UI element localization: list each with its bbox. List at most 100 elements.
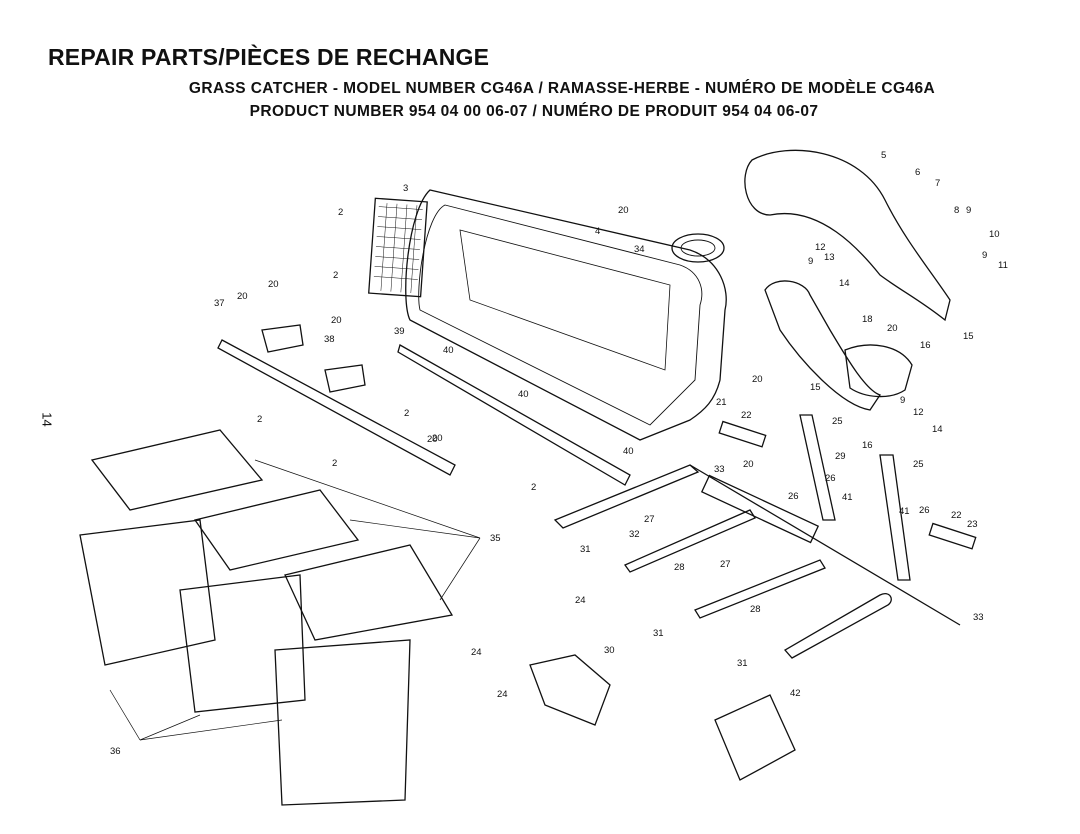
callout: 20 bbox=[432, 433, 443, 444]
handle-22a-part bbox=[718, 420, 767, 448]
callout: 20 bbox=[331, 315, 342, 326]
hitch-bracket-part bbox=[529, 654, 611, 726]
tray-2-part bbox=[193, 489, 360, 571]
bag-2-part bbox=[179, 574, 306, 713]
callout: 36 bbox=[110, 746, 121, 757]
callout: 30 bbox=[604, 645, 615, 656]
callout: 42 bbox=[790, 688, 801, 699]
callout: 31 bbox=[580, 544, 591, 555]
callout: 6 bbox=[915, 167, 920, 178]
callout: 23 bbox=[967, 519, 978, 530]
callout: 13 bbox=[824, 252, 835, 263]
callout: 26 bbox=[788, 491, 799, 502]
frame-tube-lower-part bbox=[694, 559, 826, 619]
callout: 40 bbox=[443, 345, 454, 356]
catcher-cover-part bbox=[405, 189, 727, 441]
callout: 41 bbox=[899, 506, 910, 517]
callout: 31 bbox=[653, 628, 664, 639]
callout: 2 bbox=[338, 207, 343, 218]
callout: 20 bbox=[887, 323, 898, 334]
callout: 5 bbox=[881, 150, 886, 161]
callout: 40 bbox=[518, 389, 529, 400]
callout: 37 bbox=[214, 298, 225, 309]
callout: 2 bbox=[332, 458, 337, 469]
upright-25a-part bbox=[799, 414, 836, 521]
callout: 24 bbox=[471, 647, 482, 658]
callout: 28 bbox=[674, 562, 685, 573]
callout: 39 bbox=[394, 326, 405, 337]
callout: 4 bbox=[595, 226, 600, 237]
rail-37-part bbox=[217, 339, 456, 476]
callout: 24 bbox=[575, 595, 586, 606]
bracket-38b-part bbox=[324, 364, 366, 393]
bracket-38a-part bbox=[261, 324, 304, 353]
page-title: REPAIR PARTS/PIÈCES DE RECHANGE bbox=[48, 44, 490, 70]
callout: 34 bbox=[634, 244, 645, 255]
callout: 11 bbox=[998, 260, 1008, 271]
callout: 2 bbox=[404, 408, 409, 419]
callout: 2 bbox=[257, 414, 262, 425]
tray-1-part bbox=[90, 429, 264, 511]
product-subtitle: PRODUCT NUMBER 954 04 00 06-07 / NUMÉRO … bbox=[249, 103, 819, 120]
rail-39-part bbox=[397, 344, 631, 486]
callout: 38 bbox=[324, 334, 335, 345]
mount-plate-part bbox=[714, 694, 796, 781]
callout: 9 bbox=[900, 395, 905, 406]
model-subtitle: GRASS CATCHER - MODEL NUMBER CG46A / RAM… bbox=[188, 80, 936, 97]
callout: 18 bbox=[862, 314, 873, 325]
callout: 3 bbox=[403, 183, 408, 194]
handle-22b-part bbox=[928, 522, 977, 550]
callout: 20 bbox=[427, 434, 438, 445]
frame-tube-upper-part bbox=[553, 464, 700, 529]
callout: 27 bbox=[720, 559, 731, 570]
chute-adapter-part bbox=[844, 344, 913, 398]
callout: 22 bbox=[951, 510, 962, 521]
callout: 2 bbox=[531, 482, 536, 493]
callout: 12 bbox=[913, 407, 924, 418]
callout: 20 bbox=[752, 374, 763, 385]
bag-3-part bbox=[274, 639, 411, 806]
callout: 15 bbox=[810, 382, 821, 393]
upright-29-part bbox=[879, 454, 911, 581]
callout: 40 bbox=[623, 446, 634, 457]
callout: 28 bbox=[750, 604, 761, 615]
bag-set bbox=[79, 429, 454, 806]
callout: 9 bbox=[982, 250, 987, 261]
callout: 9 bbox=[966, 205, 971, 216]
callout: 35 bbox=[490, 533, 501, 544]
callout: 8 bbox=[954, 205, 959, 216]
discharge-chute-part bbox=[744, 149, 951, 322]
callout: 29 bbox=[835, 451, 846, 462]
callout: 33 bbox=[714, 464, 725, 475]
chute-elbow-part bbox=[764, 280, 882, 411]
callout: 20 bbox=[237, 291, 248, 302]
rod-33-part bbox=[689, 464, 961, 626]
callout: 27 bbox=[644, 514, 655, 525]
callout: 16 bbox=[862, 440, 873, 451]
callout: 14 bbox=[839, 278, 850, 289]
callout: 14 bbox=[932, 424, 943, 435]
callout: 10 bbox=[989, 229, 1000, 240]
tray-3-part bbox=[284, 544, 454, 641]
callout: 21 bbox=[716, 397, 727, 408]
callout: 16 bbox=[920, 340, 931, 351]
callout: 22 bbox=[741, 410, 752, 421]
cross-member-part bbox=[700, 474, 820, 544]
callout: 31 bbox=[737, 658, 748, 669]
callout: 24 bbox=[497, 689, 508, 700]
callout: 9 bbox=[808, 256, 813, 267]
callout: 41 bbox=[842, 492, 853, 503]
ring-part bbox=[671, 233, 725, 263]
callout: 25 bbox=[913, 459, 924, 470]
callout: 25 bbox=[832, 416, 843, 427]
callout: 20 bbox=[743, 459, 754, 470]
frame-tube-31-part bbox=[783, 593, 892, 659]
callout: 32 bbox=[629, 529, 640, 540]
callout: 12 bbox=[815, 242, 826, 253]
callout: 20 bbox=[618, 205, 629, 216]
callout: 20 bbox=[268, 279, 279, 290]
callout: 26 bbox=[919, 505, 930, 516]
frame-tube-32-part bbox=[624, 509, 756, 573]
screen-part bbox=[368, 197, 428, 298]
